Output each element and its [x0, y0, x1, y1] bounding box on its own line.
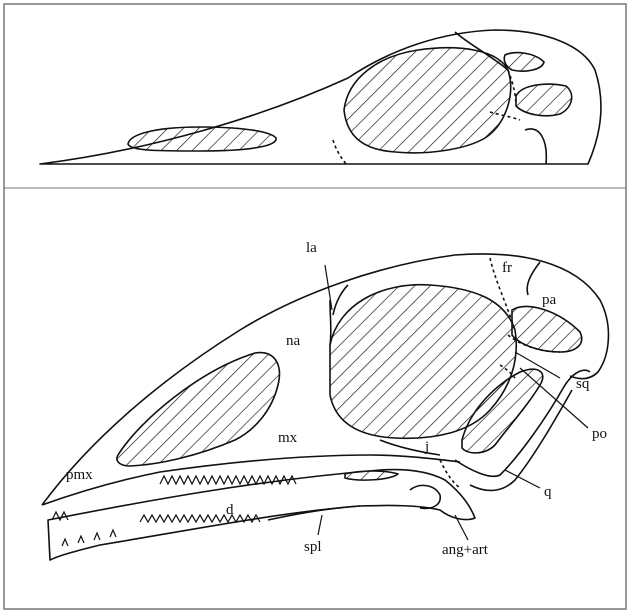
label-q: q — [544, 484, 552, 500]
label-la: la — [306, 240, 317, 256]
label-spl: spl — [304, 539, 322, 555]
top-orbit — [344, 48, 511, 153]
bottom-skull — [42, 254, 608, 560]
label-sq: sq — [576, 376, 590, 392]
label-pmx: pmx — [66, 467, 93, 483]
label-j: j — [424, 439, 429, 455]
label-mx: mx — [278, 430, 298, 446]
top-dorsal-fenestra — [504, 53, 544, 72]
supratemporal-fenestra — [512, 306, 582, 352]
label-d: d — [226, 502, 234, 518]
label-pa: pa — [542, 292, 557, 308]
antorbital-fenestra — [117, 353, 280, 466]
top-skull — [40, 30, 601, 164]
mandibular-fenestra — [345, 471, 398, 480]
label-po: po — [592, 426, 607, 442]
lower-teeth — [62, 515, 260, 546]
label-ang-art: ang+art — [442, 542, 489, 558]
label-na: na — [286, 333, 301, 349]
top-antorbital-fenestra — [128, 127, 276, 151]
label-fr: fr — [502, 260, 512, 276]
top-temporal-fenestra — [516, 84, 572, 116]
